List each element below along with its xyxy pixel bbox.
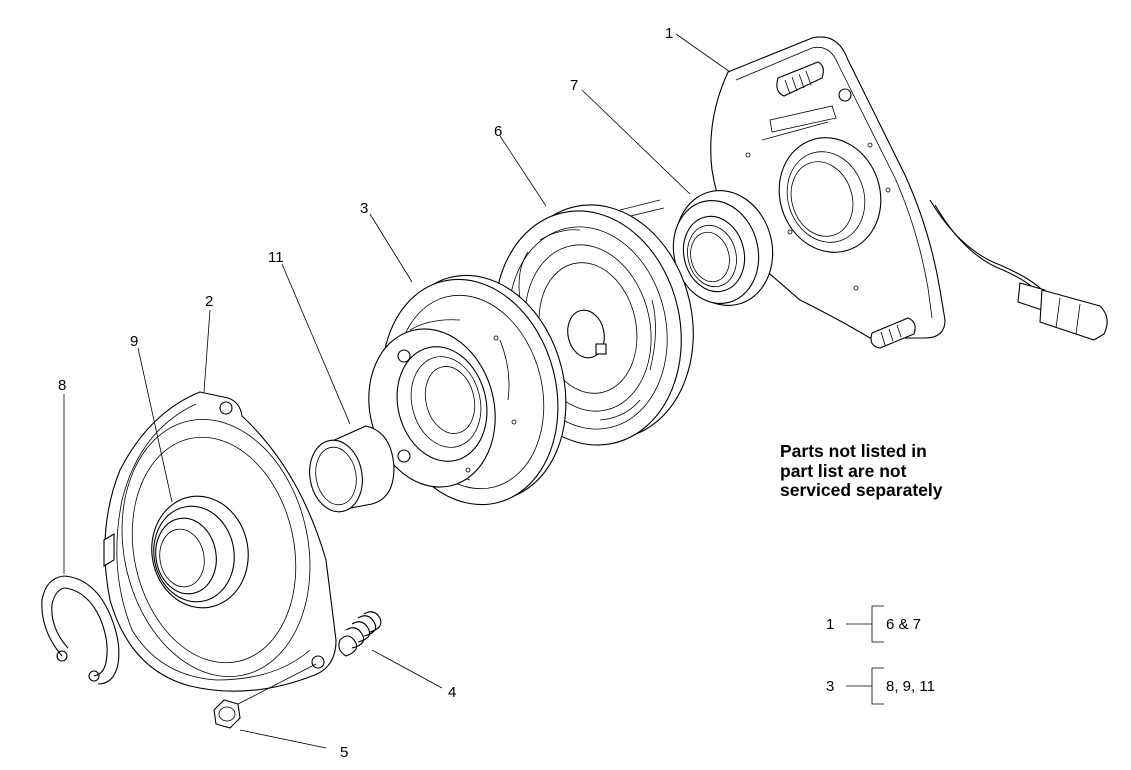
part-5-nut [213, 663, 317, 729]
callout-7: 7 [570, 77, 578, 94]
part-11-spacer [309, 425, 395, 513]
leader-lines [63, 33, 731, 749]
key-row-2-part: 3 [826, 678, 835, 695]
part-3-armature [368, 274, 567, 506]
part-2-cover [103, 391, 337, 692]
parts-note-line-1: Parts not listed in [780, 441, 927, 461]
part-1-bracket [710, 36, 1108, 349]
key-row-2-includes: 8, 9, 11 [886, 678, 935, 695]
parts-note: Parts not listed in part list are not se… [780, 441, 943, 501]
key-brackets [846, 605, 884, 705]
callout-11: 11 [268, 249, 284, 266]
callout-3: 3 [360, 200, 368, 217]
part-4-spring [338, 611, 382, 657]
callout-6: 6 [494, 123, 502, 140]
parts-note-line-2: part list are not [780, 460, 907, 481]
callout-9: 9 [130, 333, 138, 350]
callout-4: 4 [448, 684, 456, 701]
key-row-1-includes: 6 & 7 [886, 616, 922, 633]
part-8-snap-ring [41, 575, 120, 685]
callout-8: 8 [58, 377, 66, 394]
callout-2: 2 [205, 293, 213, 310]
callout-5: 5 [340, 744, 348, 761]
callout-1: 1 [665, 25, 673, 42]
key-row-1-part: 1 [826, 616, 835, 633]
parts-note-line-3: serviced separately [780, 480, 943, 500]
part-7-bearing [672, 189, 774, 307]
